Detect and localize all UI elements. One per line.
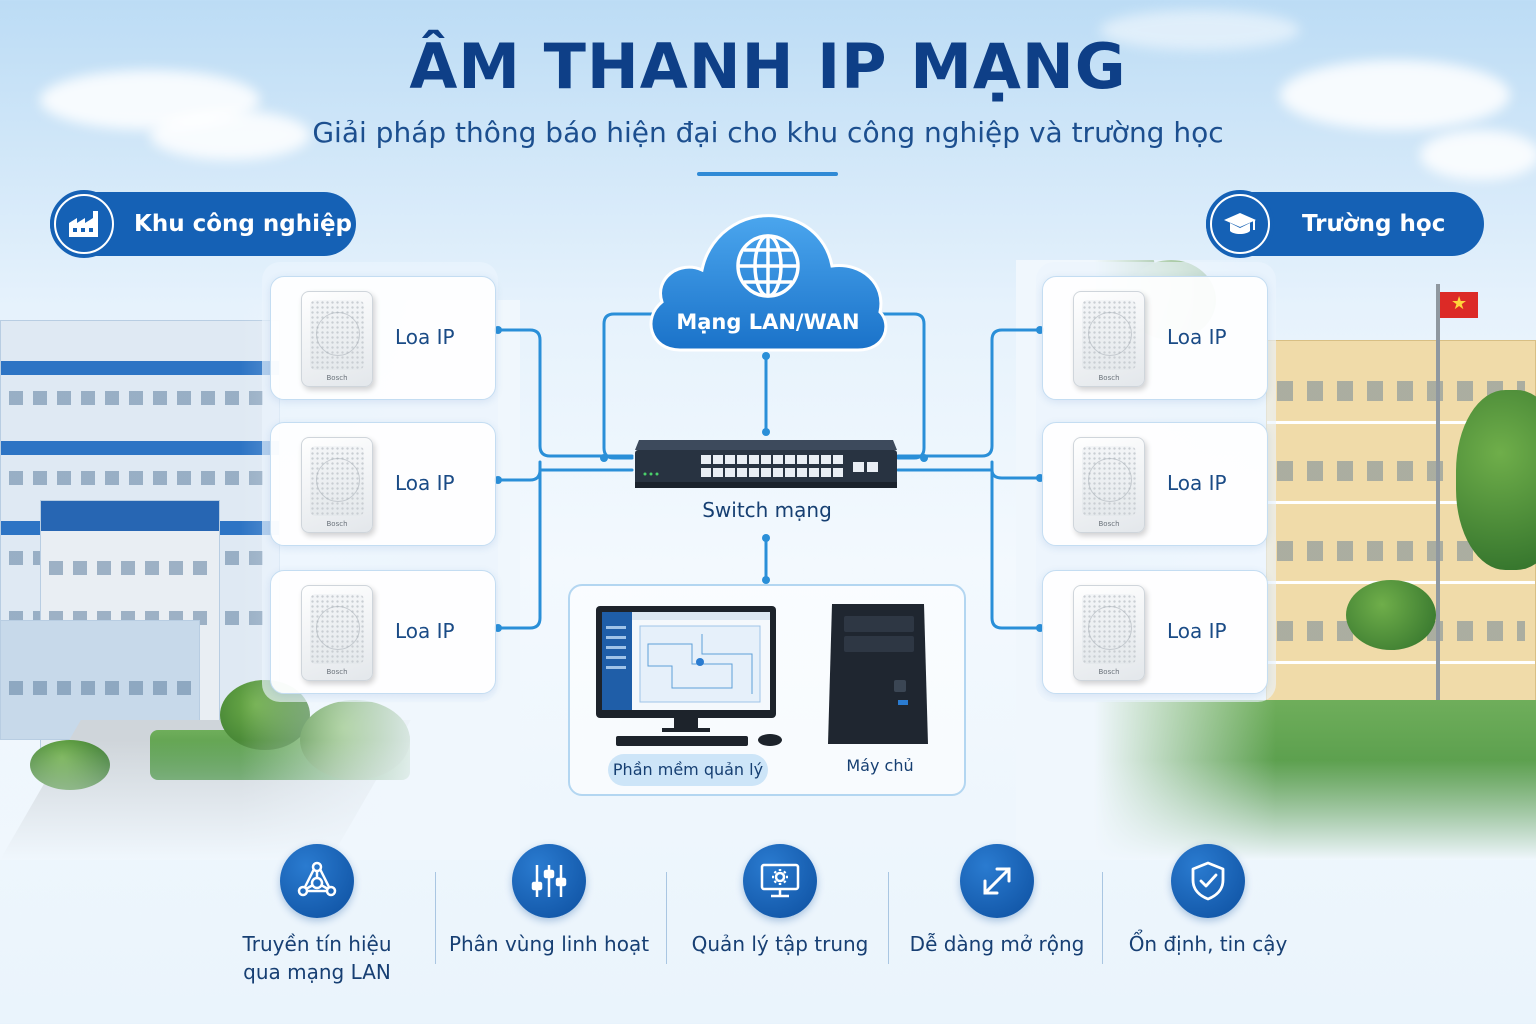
network-nodes-icon [280,844,354,918]
feature-central-management: Quản lý tập trung [675,844,885,958]
management-computer [596,606,782,746]
ip-speaker-icon: Bosch [1073,585,1145,681]
speaker-card-left-2: Bosch Loa IP [270,422,496,546]
cloud-label: Mạng LAN/WAN [676,310,860,334]
speaker-card-right-1: Bosch Loa IP [1042,276,1268,400]
speaker-card-right-2: Bosch Loa IP [1042,422,1268,546]
line-right-speaker-2 [990,460,1042,480]
line-right-speaker-1 [896,328,1042,458]
speaker-card-left-3: Bosch Loa IP [270,570,496,694]
speaker-label: Loa IP [395,325,455,349]
feature-label-management: Quản lý tập trung [691,932,869,956]
speaker-label: Loa IP [395,471,455,495]
graduation-cap-icon [1212,196,1268,252]
line-left-speaker-3 [496,468,542,630]
line-cloud-left [602,312,662,460]
title-divider [697,172,838,176]
ip-speaker-icon: Bosch [1073,291,1145,387]
feature-label-expansion: Dễ dàng mở rộng [909,932,1085,956]
speaker-label: Loa IP [1167,619,1227,643]
speaker-label: Loa IP [1167,325,1227,349]
category-label-industrial: Khu công nghiệp [134,211,353,237]
switch-label: Switch mạng [702,498,832,522]
globe-icon [736,234,800,298]
lan-wan-cloud [649,214,888,352]
line-right-speaker-3 [990,468,1042,630]
category-school: Trường học [1206,190,1484,258]
ip-speaker-icon: Bosch [1073,437,1145,533]
line-cloud-right [874,312,926,460]
page-title: ÂM THANH IP MẠNG [409,30,1127,103]
server-label: Máy chủ [846,756,914,775]
feature-label-lan: Truyền tín hiệu qua mạng LAN [242,932,392,984]
feature-divider [1102,872,1103,964]
ip-speaker-icon: Bosch [301,291,373,387]
feature-divider [888,872,889,964]
shield-check-icon [1171,844,1245,918]
expand-arrows-icon [960,844,1034,918]
feature-divider [666,872,667,964]
category-industrial-park: Khu công nghiệp [50,190,356,258]
software-label: Phần mềm quản lý [608,754,768,786]
line-left-speaker-2 [496,460,542,482]
feature-stable-reliable: Ổn định, tin cậy [1103,844,1313,958]
network-switch [635,440,897,488]
ip-speaker-icon: Bosch [301,585,373,681]
speaker-card-left-1: Bosch Loa IP [270,276,496,400]
feature-lan-transmission: Truyền tín hiệu qua mạng LAN [212,844,422,986]
speaker-card-right-3: Bosch Loa IP [1042,570,1268,694]
page-subtitle: Giải pháp thông báo hiện đại cho khu côn… [312,116,1224,149]
speaker-label: Loa IP [395,619,455,643]
factory-icon [56,196,112,252]
feature-label-zoning: Phân vùng linh hoạt [448,932,650,956]
feature-divider [435,872,436,964]
category-label-school: Trường học [1302,211,1446,237]
server-tower [828,604,928,744]
monitor-gear-icon [743,844,817,918]
feature-label-reliable: Ổn định, tin cậy [1128,932,1288,956]
speaker-label: Loa IP [1167,471,1227,495]
ip-speaker-icon: Bosch [301,437,373,533]
feature-easy-expansion: Dễ dàng mở rộng [892,844,1102,958]
sliders-icon [512,844,586,918]
feature-flexible-zoning: Phân vùng linh hoạt [444,844,654,958]
line-left-speaker-1 [496,328,634,458]
